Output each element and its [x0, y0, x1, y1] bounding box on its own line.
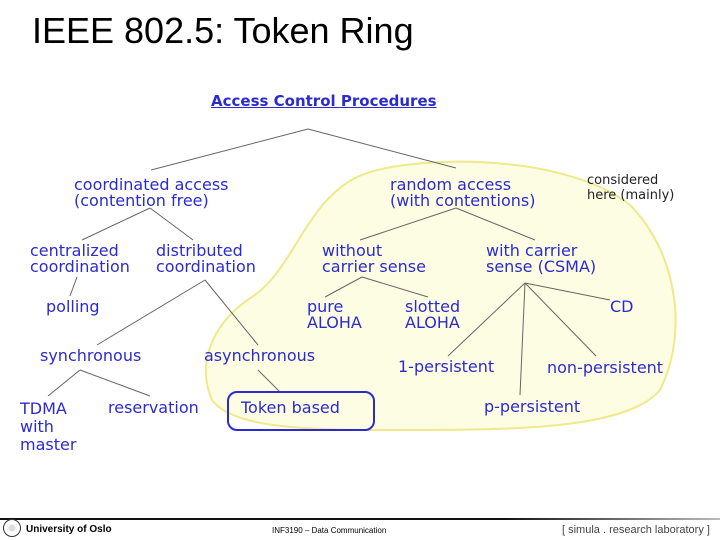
university-seal-icon: [3, 519, 21, 537]
node-polling: polling: [46, 297, 100, 316]
node-reservation: reservation: [108, 398, 199, 417]
node-non-persistent: non-persistent: [547, 358, 664, 377]
focus-region: [204, 160, 677, 432]
diagram-heading: Access Control Procedures: [211, 92, 437, 110]
footer-university: University of Oslo: [26, 524, 112, 535]
footer-divider: [0, 518, 720, 520]
footer-course: INF3190 – Data Communication: [272, 526, 387, 535]
footer-lab: [ simula . research laboratory ]: [562, 524, 710, 536]
slide-title: IEEE 802.5: Token Ring: [32, 10, 414, 51]
node-coordinated-access: coordinated access (contention free): [74, 175, 229, 210]
slide-footer: University of Oslo INF3190 – Data Commun…: [0, 516, 720, 540]
node-tdma: TDMA with master: [20, 399, 77, 454]
node-token-based: Token based: [241, 398, 340, 417]
node-with-cs: with carrier sense (CSMA): [486, 241, 597, 276]
node-centralized: centralized coordination: [30, 241, 130, 276]
node-distributed: distributed coordination: [156, 241, 256, 276]
node-without-cs: without carrier sense: [322, 241, 426, 276]
node-cd: CD: [610, 297, 634, 316]
considered-note: considered here (mainly): [587, 173, 675, 203]
connector-lines: [47, 128, 611, 397]
node-random-access: random access (with contentions): [390, 175, 536, 210]
node-pure-aloha: pure ALOHA: [307, 297, 362, 332]
node-1-persistent: 1-persistent: [398, 357, 495, 376]
node-p-persistent: p-persistent: [484, 397, 581, 416]
token-highlight: [227, 391, 375, 431]
node-asynchronous: asynchronous: [204, 346, 316, 365]
node-synchronous: synchronous: [40, 346, 142, 365]
node-slotted-aloha: slotted ALOHA: [405, 297, 461, 332]
